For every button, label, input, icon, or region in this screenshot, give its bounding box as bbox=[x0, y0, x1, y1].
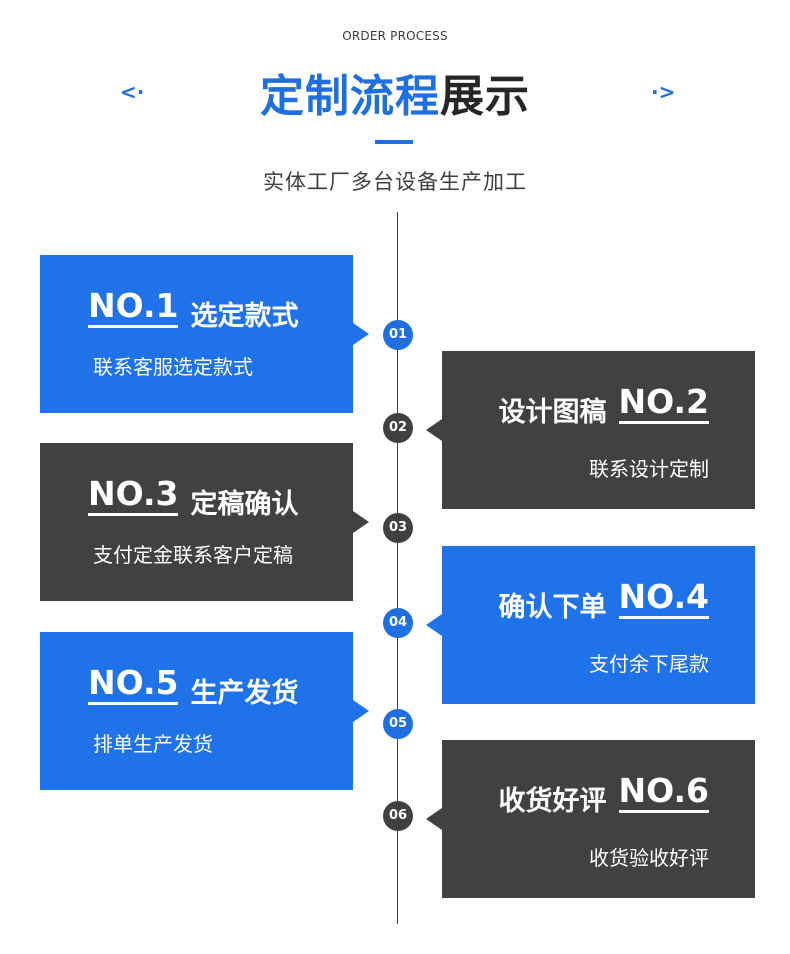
step-description: 支付余下尾款 bbox=[589, 652, 709, 676]
step-badge-03: 03 bbox=[383, 513, 413, 543]
step-name: 收货好评 bbox=[498, 786, 607, 817]
step-number: NO.5 bbox=[88, 664, 179, 705]
step-description: 支付定金联系客户定稿 bbox=[93, 543, 293, 567]
step-heading: NO.3 定稿确认 bbox=[88, 475, 298, 520]
step-number: NO.4 bbox=[618, 578, 709, 619]
step-name: 定稿确认 bbox=[190, 489, 299, 520]
step-card-1: NO.1 选定款式 联系客服选定款式 bbox=[40, 255, 369, 413]
title-underline-divider bbox=[375, 140, 413, 144]
left-arrow-icon: <· bbox=[120, 80, 145, 104]
tagline: 实体工厂多台设备生产加工 bbox=[263, 170, 527, 194]
page-title-rest: 展示 bbox=[440, 71, 530, 122]
right-arrow-icon: ·> bbox=[651, 80, 676, 104]
step-name: 生产发货 bbox=[190, 678, 299, 709]
step-card-6: 收货好评 NO.6 收货验收好评 bbox=[426, 740, 755, 898]
step-badge-02: 02 bbox=[383, 413, 413, 443]
step-name: 选定款式 bbox=[190, 301, 299, 332]
step-heading: NO.1 选定款式 bbox=[88, 287, 298, 332]
step-card-5: NO.5 生产发货 排单生产发货 bbox=[40, 632, 369, 790]
timeline-line bbox=[397, 212, 398, 924]
step-number: NO.3 bbox=[88, 475, 179, 516]
step-number: NO.2 bbox=[618, 383, 709, 424]
step-heading: 设计图稿 NO.2 bbox=[499, 383, 709, 428]
step-description: 联系客服选定款式 bbox=[93, 355, 253, 379]
page-title-highlight: 定制流程 bbox=[260, 71, 440, 122]
step-badge-04: 04 bbox=[383, 608, 413, 638]
step-number: NO.1 bbox=[88, 287, 179, 328]
step-card-3: NO.3 定稿确认 支付定金联系客户定稿 bbox=[40, 443, 369, 601]
step-heading: 确认下单 NO.4 bbox=[499, 578, 709, 623]
step-card-2: 设计图稿 NO.2 联系设计定制 bbox=[426, 351, 755, 509]
step-badge-05: 05 bbox=[383, 709, 413, 739]
step-number: NO.6 bbox=[618, 772, 709, 813]
order-process-subtitle: ORDER PROCESS bbox=[342, 29, 448, 43]
step-badge-01: 01 bbox=[383, 320, 413, 350]
page-title: 定制流程展示 bbox=[0, 60, 790, 124]
step-heading: 收货好评 NO.6 bbox=[499, 772, 709, 817]
step-name: 确认下单 bbox=[498, 592, 607, 623]
step-card-4: 确认下单 NO.4 支付余下尾款 bbox=[426, 546, 755, 704]
step-badge-06: 06 bbox=[383, 801, 413, 831]
step-description: 联系设计定制 bbox=[589, 457, 709, 481]
step-description: 收货验收好评 bbox=[589, 846, 709, 870]
step-name: 设计图稿 bbox=[498, 397, 607, 428]
step-heading: NO.5 生产发货 bbox=[88, 664, 298, 709]
step-description: 排单生产发货 bbox=[93, 732, 213, 756]
